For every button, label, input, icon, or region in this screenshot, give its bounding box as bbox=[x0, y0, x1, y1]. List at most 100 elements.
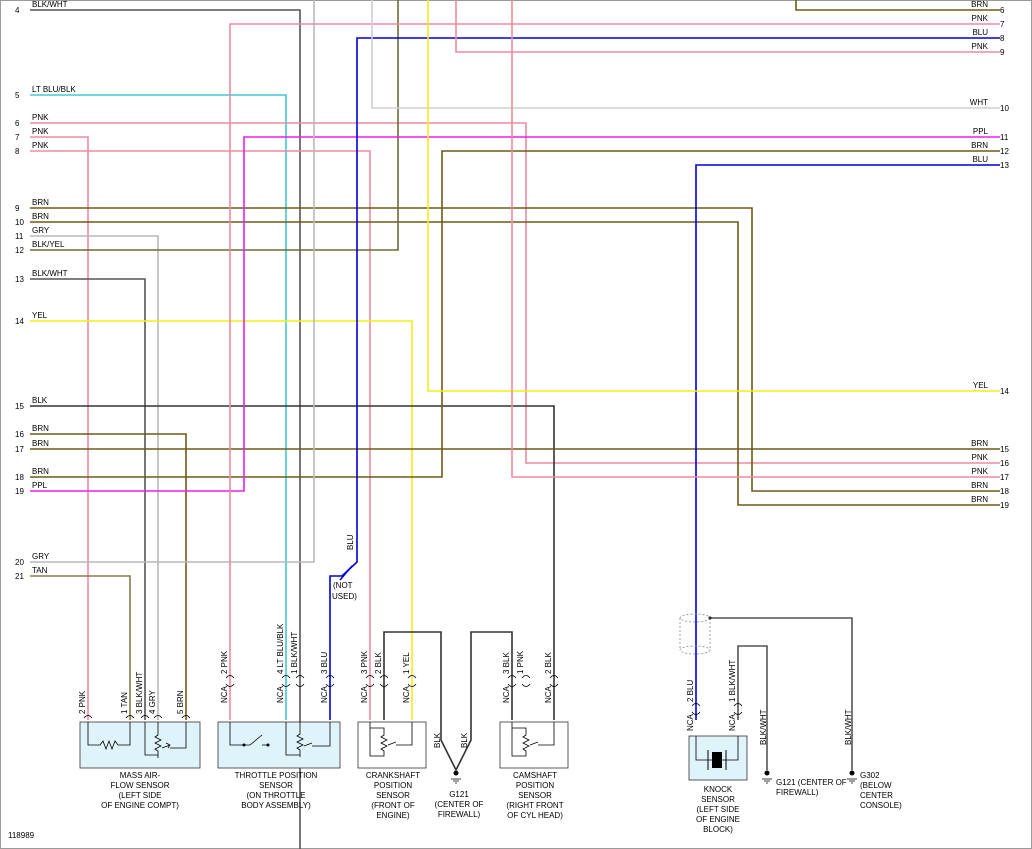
left-pin-color: BRN bbox=[32, 212, 49, 221]
connector-pin-label: NCA bbox=[686, 713, 695, 731]
connector-arrows bbox=[83, 675, 743, 719]
left-pin-color: YEL bbox=[32, 311, 48, 320]
left-pin-number: 6 bbox=[15, 119, 20, 128]
right-pin-color: BRN bbox=[971, 0, 988, 9]
g121-ground-firewall-label: G121 bbox=[449, 790, 469, 799]
connector-pin-label: NCA bbox=[276, 685, 285, 703]
right-pin-number: 13 bbox=[1000, 161, 1009, 170]
wire-l7 bbox=[30, 136, 89, 720]
right-pin-color: PNK bbox=[972, 453, 989, 462]
g121-ground-right-label: FIREWALL) bbox=[776, 788, 819, 797]
left-pin-color: BLK/WHT bbox=[32, 269, 68, 278]
wire-crank-ground bbox=[383, 631, 457, 771]
left-pin-number: 7 bbox=[15, 133, 20, 142]
connector-pin-label: 2 BLK bbox=[374, 652, 383, 674]
connector-pin-label: 3 BLU bbox=[320, 652, 329, 674]
left-pin-color: PNK bbox=[32, 127, 49, 136]
g121-ground-right-label: G121 (CENTER OF bbox=[776, 778, 847, 787]
mass-air-flow-sensor-label: (LEFT SIDE bbox=[119, 791, 162, 800]
wire-r9 bbox=[455, 0, 1000, 53]
left-pin-number: 18 bbox=[15, 473, 24, 482]
knock-sensor-label: SENSOR bbox=[701, 795, 735, 804]
crankshaft-position-sensor-label: SENSOR bbox=[376, 791, 410, 800]
right-pin-color: PPL bbox=[973, 127, 989, 136]
left-pin-number: 12 bbox=[15, 246, 24, 255]
connector-pin-label: 4 LT BLU/BLK bbox=[276, 623, 285, 674]
right-pin-number: 12 bbox=[1000, 147, 1009, 156]
connector-pin-label: NCA bbox=[402, 685, 411, 703]
left-pin-color: BLK bbox=[32, 396, 48, 405]
connector-pin-label: 2 PNK bbox=[220, 650, 229, 674]
knock-sensor-label: KNOCK bbox=[704, 785, 733, 794]
wire-traces bbox=[30, 0, 1000, 849]
left-pin-number: 5 bbox=[15, 91, 20, 100]
left-pin-number: 4 bbox=[15, 6, 20, 15]
right-pin-number: 8 bbox=[1000, 34, 1005, 43]
wire-color-label: BLK bbox=[460, 732, 469, 748]
cmp-sensor-box bbox=[499, 721, 569, 769]
wire-l10 bbox=[30, 221, 1000, 506]
wire-r14 bbox=[427, 0, 1000, 392]
connector-pin-label: 1 PNK bbox=[516, 650, 525, 674]
g121-ground-firewall-label: (CENTER OF bbox=[435, 800, 484, 809]
connector-pin-label: NCA bbox=[220, 685, 229, 703]
left-pin-number: 8 bbox=[15, 147, 20, 156]
right-pin-number: 7 bbox=[1000, 20, 1005, 29]
connector-pin-label: 1 YEL bbox=[402, 652, 411, 674]
connector-pin-label: NCA bbox=[320, 685, 329, 703]
right-pin-number: 6 bbox=[1000, 6, 1005, 15]
knock-sensor-label: OF ENGINE bbox=[696, 815, 740, 824]
wire-l8 bbox=[30, 150, 371, 720]
left-pin-color: GRY bbox=[32, 552, 50, 561]
connector-pin-label: 3 PNK bbox=[360, 650, 369, 674]
left-pin-number: 13 bbox=[15, 275, 24, 284]
ground-g121-icon bbox=[451, 770, 461, 784]
not-used-line-1: (NOT bbox=[333, 581, 353, 590]
ckp-sensor-box bbox=[357, 721, 427, 769]
right-pin-color: PNK bbox=[972, 42, 989, 51]
wire-l20 bbox=[30, 0, 315, 563]
ground-g121-right-icon bbox=[762, 770, 772, 784]
wire-l5 bbox=[30, 94, 287, 720]
left-pin-color: GRY bbox=[32, 226, 50, 235]
left-pin-number: 14 bbox=[15, 317, 24, 326]
connector-pin-label: 1 TAN bbox=[120, 692, 129, 714]
wire-cam-ground bbox=[455, 631, 513, 771]
wire-color-label: BLK/WHT bbox=[844, 709, 853, 745]
tps-internal-icon bbox=[229, 722, 331, 757]
right-pin-color: BLU bbox=[972, 28, 988, 37]
wire-color-label: BLU bbox=[346, 534, 355, 550]
left-pin-color: BRN bbox=[32, 198, 49, 207]
left-pin-color: PNK bbox=[32, 113, 49, 122]
left-pin-number: 11 bbox=[15, 232, 24, 241]
right-pin-number: 15 bbox=[1000, 445, 1009, 454]
right-pin-color: PNK bbox=[972, 14, 989, 23]
wire-l16 bbox=[30, 433, 187, 720]
g302-ground-label: CENTER bbox=[860, 791, 893, 800]
left-pin-color: BRN bbox=[32, 439, 49, 448]
throttle-position-sensor-label: BODY ASSEMBLY) bbox=[241, 801, 311, 810]
left-pin-number: 21 bbox=[15, 572, 24, 581]
wire-l9 bbox=[30, 207, 1000, 492]
not-used-note: (NOT USED) bbox=[332, 581, 357, 601]
camshaft-position-sensor-label: POSITION bbox=[516, 781, 554, 790]
crankshaft-position-sensor-label: POSITION bbox=[374, 781, 412, 790]
wire-l13 bbox=[30, 278, 146, 720]
left-pin-number: 20 bbox=[15, 558, 24, 567]
right-pin-labels: 6BRN7PNK8BLU9PNK10WHT11PPL12BRN13BLU14YE… bbox=[970, 0, 1010, 510]
wire-l4 bbox=[30, 9, 301, 849]
connector-pin-label: 5 BRN bbox=[176, 690, 185, 714]
right-pin-color: BRN bbox=[971, 141, 988, 150]
right-pin-color: BRN bbox=[971, 481, 988, 490]
knock-sensor-label: (LEFT SIDE bbox=[697, 805, 740, 814]
shield-drain-dot bbox=[708, 616, 712, 620]
connector-pin-label: 3 BLK/WHT bbox=[135, 672, 144, 714]
mass-air-flow-sensor-label: OF ENGINE COMPT) bbox=[101, 801, 179, 810]
left-pin-color: LT BLU/BLK bbox=[32, 85, 76, 94]
left-pin-color: BLK/YEL bbox=[32, 240, 65, 249]
knock-shield-icon bbox=[679, 613, 711, 655]
connector-pin-label: 2 BLU bbox=[686, 680, 695, 702]
